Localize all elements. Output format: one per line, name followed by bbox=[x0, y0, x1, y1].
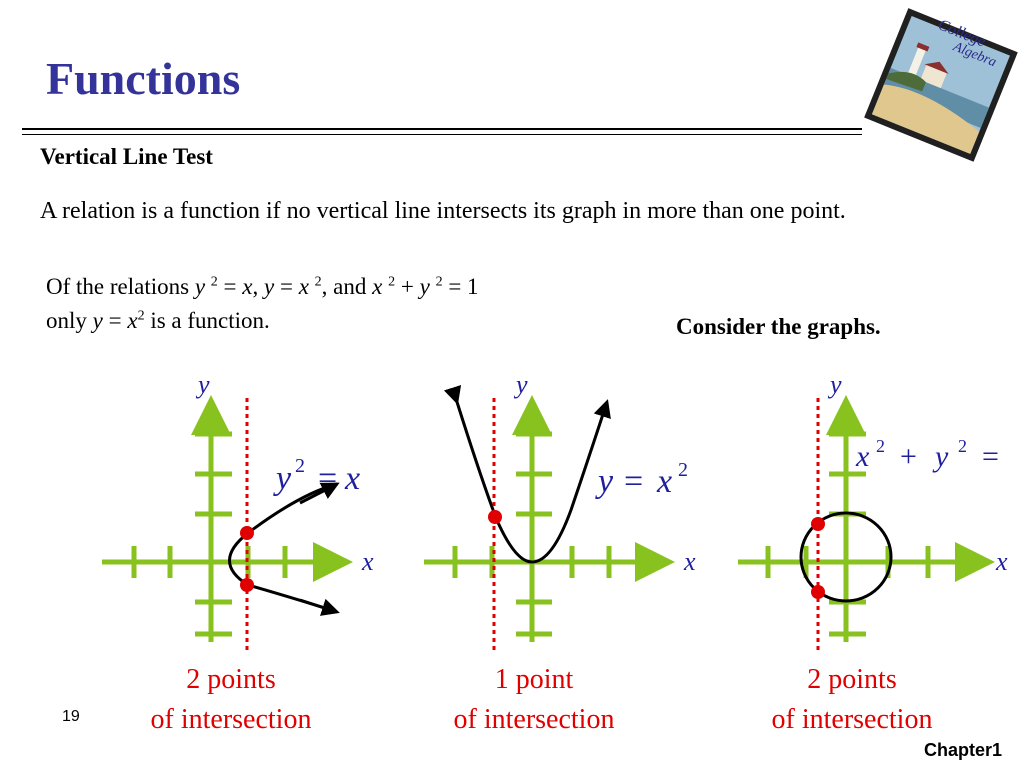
intersection-point bbox=[240, 578, 254, 592]
curve bbox=[228, 482, 338, 614]
svg-text:=: = bbox=[982, 440, 999, 473]
svg-text:y: y bbox=[273, 460, 292, 497]
caption-text: of intersection bbox=[453, 704, 615, 735]
svg-text:y: y bbox=[595, 463, 614, 500]
title-rule bbox=[22, 128, 862, 130]
svg-text:=: = bbox=[318, 460, 337, 497]
caption-text: of intersection bbox=[771, 704, 933, 735]
svg-text:=: = bbox=[624, 463, 643, 500]
definition-paragraph: A relation is a function if no vertical … bbox=[40, 198, 846, 224]
relations-only: only bbox=[46, 308, 93, 333]
relations-intro: Of the relations bbox=[46, 274, 195, 299]
svg-text:2: 2 bbox=[876, 436, 885, 456]
logo-lighthouse bbox=[907, 46, 927, 78]
relations-line-1: Of the relations y 2 = x, y = x 2, and x… bbox=[46, 274, 479, 299]
caption-text: of intersection bbox=[150, 704, 312, 735]
chapter-footer: Chapter1 bbox=[924, 740, 1003, 760]
relations-line-2: only y = x2 is a function. bbox=[46, 308, 270, 333]
svg-text:2: 2 bbox=[958, 436, 967, 456]
college-algebra-logo: College Algebra bbox=[864, 8, 1018, 162]
intersection-point bbox=[240, 526, 254, 540]
logo-house bbox=[920, 65, 947, 89]
y-axis-label: y bbox=[513, 370, 528, 399]
page-number: 19 bbox=[62, 708, 80, 725]
equation-label: y 2 = x bbox=[273, 455, 360, 497]
x-axis-label: x bbox=[683, 547, 696, 576]
caption-count: 2 points bbox=[186, 664, 276, 695]
title-rule-thin bbox=[22, 134, 862, 135]
x-axis-label: x bbox=[995, 547, 1008, 576]
graph2-caption: 1 point of intersection bbox=[404, 660, 664, 740]
logo-sand bbox=[871, 84, 980, 154]
graph-sideways-parabola: y x y 2 = x bbox=[102, 370, 374, 652]
intersection-point bbox=[488, 510, 502, 524]
y-axis-label: y bbox=[195, 370, 210, 399]
intersection-point bbox=[811, 585, 825, 599]
graph3-caption: 2 points of intersection bbox=[722, 660, 982, 740]
x-axis-label: x bbox=[361, 547, 374, 576]
y-axis-label: y bbox=[827, 370, 842, 399]
svg-text:x: x bbox=[855, 440, 870, 473]
consider-graphs-label: Consider the graphs. bbox=[676, 314, 881, 339]
svg-text:2: 2 bbox=[295, 455, 305, 477]
intersection-point bbox=[811, 517, 825, 531]
equation-label: y = x 2 bbox=[595, 459, 688, 500]
equation-label: x 2 + y 2 = bbox=[855, 436, 999, 473]
svg-text:x: x bbox=[656, 463, 672, 500]
section-heading: Vertical Line Test bbox=[40, 144, 213, 169]
graph-parabola: y x y = x 2 bbox=[424, 370, 696, 652]
relations-conclusion: is a function. bbox=[150, 308, 270, 333]
svg-text:x: x bbox=[344, 460, 360, 497]
slide-title: Functions bbox=[46, 53, 241, 104]
svg-text:2: 2 bbox=[678, 459, 688, 481]
graphs-figure: y x y 2 = x y x y = bbox=[102, 370, 1008, 652]
curve bbox=[443, 384, 611, 564]
caption-count: 2 points bbox=[807, 664, 897, 695]
caption-count: 1 point bbox=[494, 664, 574, 695]
svg-text:y: y bbox=[932, 440, 949, 473]
svg-text:+: + bbox=[900, 440, 917, 473]
graph1-caption: 2 points of intersection bbox=[101, 660, 361, 740]
curve bbox=[799, 511, 893, 603]
graph-circle: y x x 2 + y 2 = bbox=[738, 370, 1008, 652]
